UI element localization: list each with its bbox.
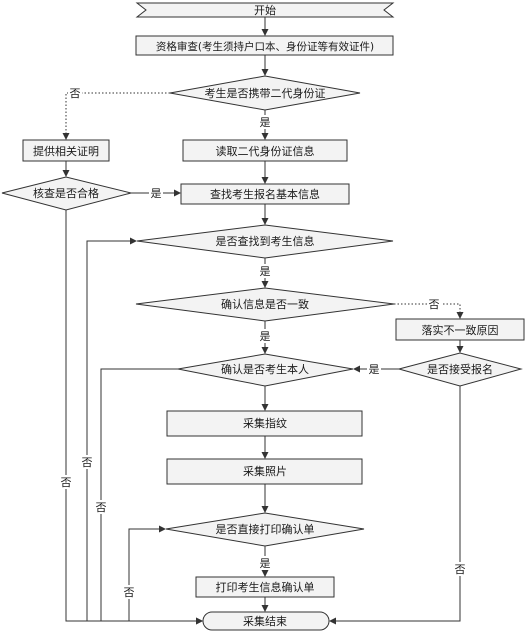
node-photo: 采集照片 xyxy=(166,458,363,485)
node-qualification: 资格审查(考生须持户口本、身份证等有效证件) xyxy=(135,35,394,56)
node-accept-registration-label: 是否接受报名 xyxy=(427,362,493,376)
node-found-info: 是否查找到考生信息 xyxy=(136,224,394,259)
label-accept-yes: 是 xyxy=(369,363,380,376)
label-verify-yes: 是 xyxy=(151,187,162,200)
node-search-info: 查找考生报名基本信息 xyxy=(180,183,350,205)
label-carryid-no: 否 xyxy=(70,87,81,100)
label-consistent-yes: 是 xyxy=(260,330,271,343)
node-verify-ok-label: 核查是否合格 xyxy=(33,186,99,200)
label-found-yes: 是 xyxy=(260,265,271,278)
edge-examinee-no xyxy=(100,368,203,625)
node-carry-id: 考生是否携带二代身份证 xyxy=(169,75,361,111)
node-info-consistent: 确认信息是否一致 xyxy=(135,287,395,322)
label-printdirect-no: 否 xyxy=(124,586,135,599)
node-photo-label: 采集照片 xyxy=(243,464,287,478)
node-found-info-label: 是否查找到考生信息 xyxy=(216,234,315,248)
node-provide-proof: 提供相关证明 xyxy=(22,139,110,162)
label-printdirect-yes: 是 xyxy=(260,557,271,570)
node-print-direct-label: 是否直接打印确认单 xyxy=(216,522,315,536)
node-reason-label: 落实不一致原因 xyxy=(422,323,499,337)
node-end: 采集结束 xyxy=(202,611,330,631)
label-verify-no: 否 xyxy=(61,476,72,489)
node-search-info-label: 查找考生报名基本信息 xyxy=(210,187,320,201)
edge-labels: 否 是 是 是 否 是 是 否 否 否 是 否 否 xyxy=(59,86,467,599)
node-carry-id-label: 考生是否携带二代身份证 xyxy=(205,86,326,100)
edge-printdirect-no xyxy=(128,525,202,622)
node-print-confirm-label: 打印考生信息确认单 xyxy=(216,580,315,594)
node-fingerprint: 采集指纹 xyxy=(166,410,363,437)
nodes: 开始 资格审查(考生须持户口本、身份证等有效证件) 考生是否携带二代身份证 提供… xyxy=(1,2,525,631)
node-info-consistent-label: 确认信息是否一致 xyxy=(221,297,309,311)
label-consistent-no: 否 xyxy=(429,298,440,311)
node-start: 开始 xyxy=(135,2,395,18)
edge-accept-no xyxy=(329,386,461,625)
node-end-label: 采集结束 xyxy=(243,614,287,628)
node-accept-registration: 是否接受报名 xyxy=(397,352,523,387)
node-provide-proof-label: 提供相关证明 xyxy=(33,144,99,158)
node-is-examinee-label: 确认是否考生本人 xyxy=(221,362,309,376)
node-start-label: 开始 xyxy=(254,3,276,17)
label-accept-no: 否 xyxy=(455,563,466,576)
node-verify-ok: 核查是否合格 xyxy=(1,176,132,211)
label-found-no: 否 xyxy=(82,456,93,469)
node-read-id: 读取二代身份证信息 xyxy=(182,139,348,162)
node-qualification-label: 资格审查(考生须持户口本、身份证等有效证件) xyxy=(156,40,374,53)
node-reason: 落实不一致原因 xyxy=(395,318,525,341)
node-fingerprint-label: 采集指纹 xyxy=(243,416,287,430)
label-examinee-no: 否 xyxy=(96,501,107,514)
node-read-id-label: 读取二代身份证信息 xyxy=(216,144,315,158)
edge-consistent-no xyxy=(394,303,464,319)
node-print-confirm: 打印考生信息确认单 xyxy=(195,576,335,598)
label-carryid-yes: 是 xyxy=(260,116,271,129)
node-is-examinee: 确认是否考生本人 xyxy=(177,353,354,387)
node-print-direct: 是否直接打印确认单 xyxy=(165,512,365,547)
